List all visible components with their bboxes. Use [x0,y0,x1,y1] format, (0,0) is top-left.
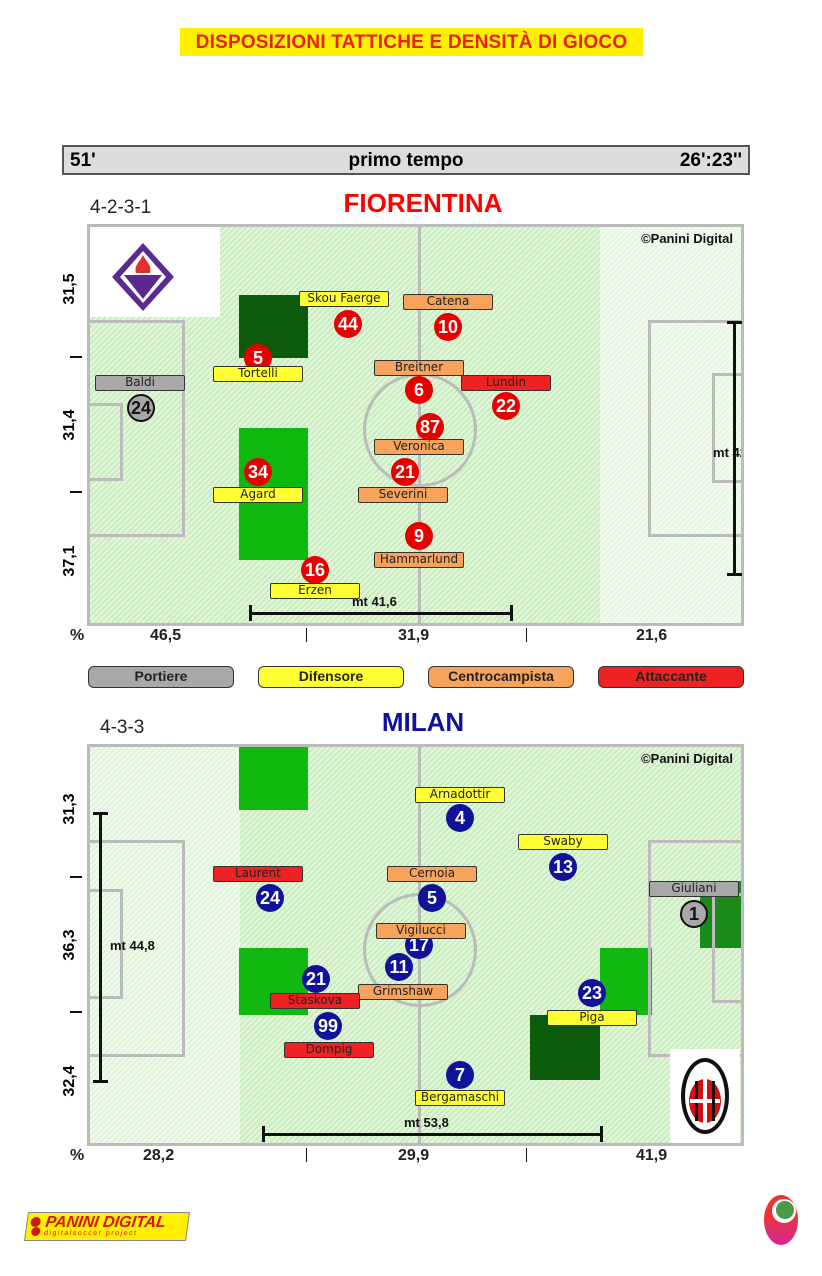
away-player-label: Grimshaw [358,984,448,1000]
home-player-label: Breitner [374,360,464,376]
fiorentina-logo [106,239,180,313]
match-minute: 51' [70,150,96,171]
home-player-label: Erzen [270,583,360,599]
x-pct-label: 29,9 [398,1147,430,1164]
copyright: ©Panini Digital [641,231,733,246]
page-title: DISPOSIZIONI TATTICHE E DENSITÀ DI GIOCO [180,28,643,56]
depth-label: mt 42 [713,445,744,460]
away-player-number: 4 [446,804,474,832]
away-player-number: 11 [385,953,413,981]
x-pct-label: 41,9 [636,1147,668,1164]
home-player-number: 34 [244,458,272,486]
match-clock: 26':23'' [679,150,742,171]
y-pct-label: 31,4 [61,409,78,441]
partner-logo [764,1195,798,1245]
away-player-number: 5 [418,884,446,912]
away-player-label: Swaby [518,834,608,850]
away-player-number: 21 [302,965,330,993]
home-player-label: Agard [213,487,303,503]
y-pct-label: 36,3 [61,929,78,961]
home-player-label: Lundin [461,375,551,391]
legend-attacker: Attaccante [598,666,744,688]
away-player-number: 24 [256,884,284,912]
pct-symbol: % [70,1147,85,1164]
x-pct-label: 31,9 [398,627,430,644]
depth-bar [733,321,736,575]
away-player-label: Arnadottir [415,787,505,803]
home-player-number: 24 [127,394,155,422]
brand-subtext: digitalsoccer project [43,1230,138,1237]
home-player-number: 44 [334,310,362,338]
away-player-number: 99 [314,1012,342,1040]
depth-label: mt 44,8 [110,938,155,953]
away-player-label: Bergamaschi [415,1090,505,1106]
y-pct-label: 31,5 [61,273,78,305]
x-pct-label: 46,5 [150,627,182,644]
home-player-number: 16 [301,556,329,584]
home-player-label: Catena [403,294,493,310]
width-label: mt 53,8 [404,1115,449,1130]
home-player-number: 10 [434,313,462,341]
away-player-number: 1 [680,900,708,928]
home-player-number: 87 [416,413,444,441]
legend-midfielder: Centrocampista [428,666,574,688]
y-pct-label: 37,1 [61,545,78,577]
away-player-label: Laurent [213,866,303,882]
milan-logo [670,1049,740,1143]
copyright: ©Panini Digital [641,751,733,766]
away-formation: 4-3-3 [100,717,145,738]
home-player-number: 9 [405,522,433,550]
away-player-number: 13 [549,853,577,881]
home-player-number: 22 [492,392,520,420]
away-player-label: Cernoia [387,866,477,882]
away-pitch: ©Panini Digital [87,744,744,1146]
home-player-label: Tortelli [213,366,303,382]
home-player-label: Severini [358,487,448,503]
home-player-number: 6 [405,376,433,404]
width-bar [262,1133,602,1136]
away-player-number: 7 [446,1061,474,1089]
away-team-name: MILAN [381,707,465,737]
away-player-label: Piga [547,1010,637,1026]
legend-defender: Difensore [258,666,404,688]
away-player-label: Vigilucci [376,923,466,939]
home-player-label: Veronica [374,439,464,455]
home-player-label: Baldi [95,375,185,391]
home-player-label: Hammarlund [374,552,464,568]
home-formation: 4-2-3-1 [90,197,152,218]
match-time-bar: 51' primo tempo 26':23'' [62,145,750,175]
pct-symbol: % [70,627,85,644]
home-team-name: FIORENTINA [343,188,503,218]
x-pct-label: 21,6 [636,627,668,644]
panini-digital-logo: PANINI DIGITAL digitalsoccer project [23,1212,191,1241]
match-period: primo tempo [348,150,464,171]
legend-goalkeeper: Portiere [88,666,234,688]
away-player-label: Staskova [270,993,360,1009]
width-label: mt 41,6 [352,594,397,609]
away-player-label: Giuliani [649,881,739,897]
home-player-label: Skou Faerge [299,291,389,307]
density-cell [600,948,652,1015]
home-pitch: ©Panini Digital mt 42 [87,224,744,626]
density-cell [239,747,308,810]
home-player-number: 21 [391,458,419,486]
away-player-label: Dompig [284,1042,374,1058]
y-pct-label: 31,3 [61,793,78,825]
y-pct-label: 32,4 [61,1065,78,1097]
width-bar [249,612,513,615]
x-pct-label: 28,2 [143,1147,175,1164]
depth-bar [99,812,102,1083]
away-player-number: 23 [578,979,606,1007]
